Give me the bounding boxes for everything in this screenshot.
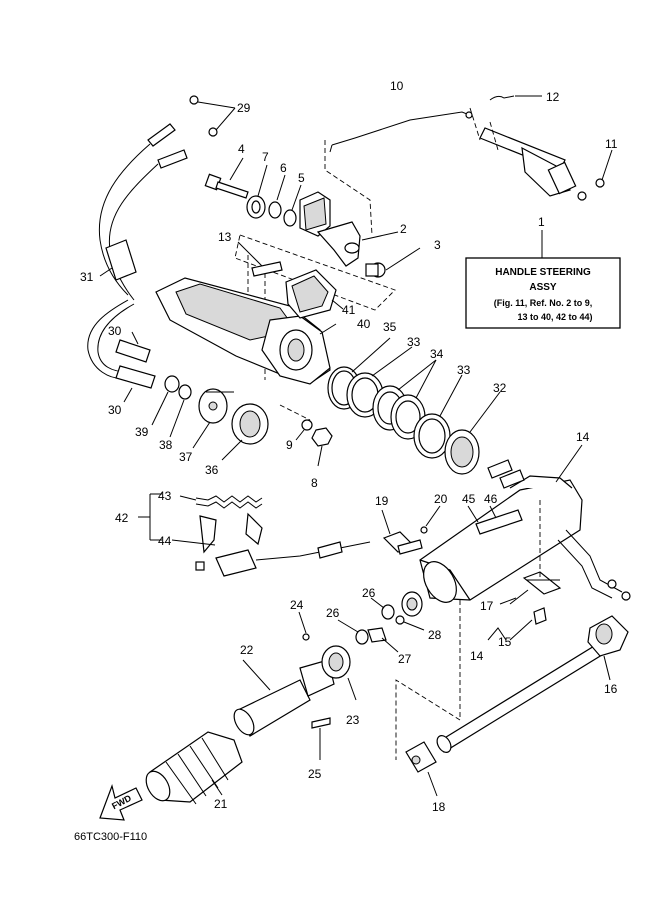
callout-15: 15	[498, 635, 512, 649]
throttle-lever	[299, 140, 421, 278]
callout-31: 31	[80, 270, 94, 284]
callout-43: 43	[158, 489, 172, 503]
callout-3: 3	[434, 238, 441, 252]
reference-box-title-line2: ASSY	[529, 282, 557, 293]
callout-7: 7	[262, 150, 269, 164]
reference-box-note-line2: 13 to 40, 42 to 44)	[517, 312, 592, 322]
callout-24: 24	[290, 598, 304, 612]
callout-20: 20	[434, 492, 448, 506]
callout-9: 9	[286, 438, 293, 452]
callout-30-lower: 30	[108, 403, 122, 417]
stop-switch	[138, 493, 371, 577]
callout-45: 45	[462, 492, 476, 506]
friction-parts	[151, 375, 333, 467]
callout-34: 34	[430, 347, 444, 361]
callout-17: 17	[480, 599, 494, 613]
throttle-grip	[145, 597, 425, 805]
callout-42: 42	[115, 511, 129, 525]
callout-25: 25	[308, 767, 322, 781]
callout-10: 10	[390, 79, 404, 93]
callout-27: 27	[398, 652, 412, 666]
reference-box: 1 HANDLE STEERING ASSY (Fig. 11, Ref. No…	[465, 215, 621, 329]
callout-5: 5	[298, 171, 305, 185]
callout-38: 38	[159, 438, 173, 452]
seal-rings	[327, 337, 501, 475]
diagram-code: 66TC300-F110	[74, 831, 147, 843]
callout-33-lower: 33	[457, 363, 471, 377]
callout-35: 35	[383, 320, 397, 334]
link-rod-assembly	[329, 95, 613, 201]
callout-37: 37	[179, 450, 193, 464]
callout-26-right: 26	[362, 586, 376, 600]
callout-46: 46	[484, 492, 498, 506]
callout-18: 18	[432, 800, 446, 814]
callout-44: 44	[158, 534, 172, 548]
callout-14-side: 14	[470, 649, 484, 663]
reference-box-note-line1: (Fig. 11, Ref. No. 2 to 9,	[494, 298, 593, 308]
callout-16: 16	[604, 682, 618, 696]
bolt-and-washers	[204, 157, 302, 227]
callout-1: 1	[538, 215, 545, 229]
callout-30-upper: 30	[108, 324, 122, 338]
callout-2: 2	[400, 222, 407, 236]
throttle-cables	[87, 95, 236, 403]
callout-12: 12	[546, 90, 560, 104]
callout-28: 28	[428, 628, 442, 642]
reference-box-title-line1: HANDLE STEERING	[495, 267, 591, 278]
steering-rod	[405, 579, 629, 797]
callout-22: 22	[240, 643, 254, 657]
callout-33-upper: 33	[407, 335, 421, 349]
callout-13: 13	[218, 230, 232, 244]
callout-40: 40	[357, 317, 371, 331]
callout-14-top: 14	[576, 430, 590, 444]
callout-41: 41	[342, 303, 356, 317]
callout-32: 32	[493, 381, 507, 395]
callout-36: 36	[205, 463, 219, 477]
callout-11: 11	[605, 137, 618, 151]
callout-39: 39	[135, 425, 149, 439]
callout-21: 21	[214, 797, 228, 811]
callout-4: 4	[238, 142, 245, 156]
callout-26-left: 26	[326, 606, 340, 620]
handle-pins	[381, 505, 497, 555]
callout-19: 19	[375, 494, 389, 508]
steering-handle	[395, 444, 631, 760]
callout-8: 8	[311, 476, 318, 490]
callout-6: 6	[280, 161, 287, 175]
steering-bracket	[155, 241, 344, 421]
callouts: 10 12 11 29 4 7 6 5 2 3 13 31 41 40 35 3…	[80, 79, 618, 814]
fwd-arrow-icon: FWD	[99, 783, 143, 821]
callout-29: 29	[237, 101, 251, 115]
callout-23: 23	[346, 713, 360, 727]
